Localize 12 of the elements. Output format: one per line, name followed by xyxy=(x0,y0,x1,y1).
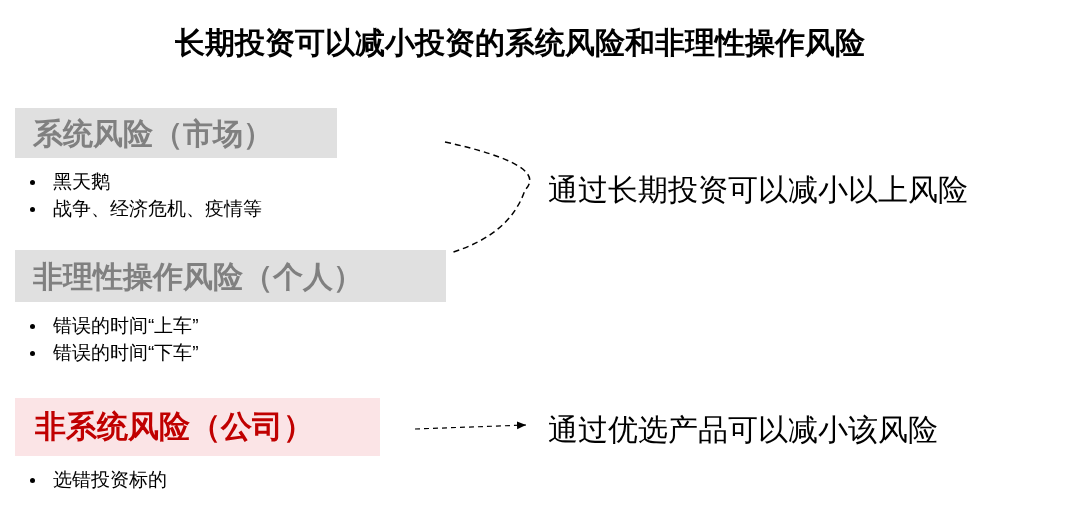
arrow xyxy=(414,421,527,430)
bullet-text: 错误的时间“下车” xyxy=(53,341,199,365)
title: 长期投资可以减小投资的系统风险和非理性操作风险 xyxy=(174,25,866,61)
conclusion-text: 通过长期投资可以减小以上风险 xyxy=(548,165,1068,213)
risk-heading-band: 非理性操作风险（个人） xyxy=(15,250,446,302)
bullet-text: 选错投资标的 xyxy=(53,468,167,492)
conclusion-text: 通过优选产品可以减小该风险 xyxy=(548,405,1028,453)
bullet-text: 错误的时间“上车” xyxy=(53,314,199,338)
bullet-text: 战争、经济危机、疫情等 xyxy=(53,197,262,221)
risk-heading-band: 非系统风险（公司） xyxy=(15,398,380,456)
bullet-text: 黑天鹅 xyxy=(53,170,110,194)
risk-heading-band: 系统风险（市场） xyxy=(15,108,337,158)
